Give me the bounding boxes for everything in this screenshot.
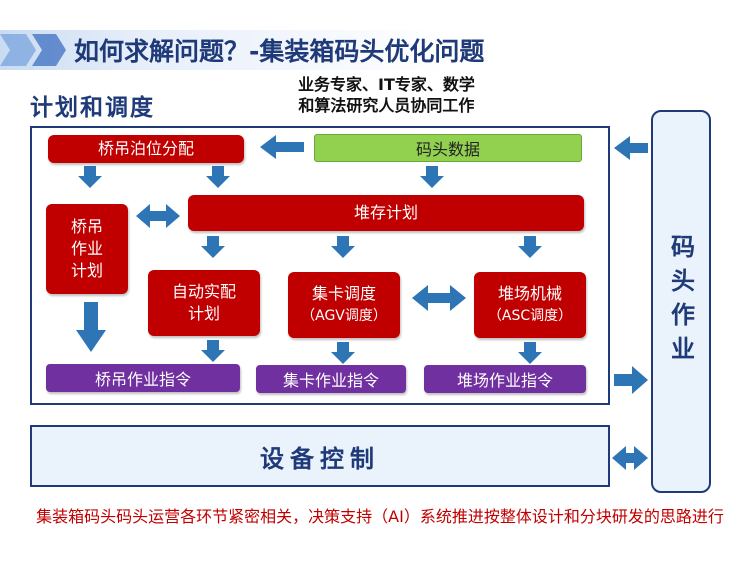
arrow-wharf-to-frame [614, 136, 648, 160]
arrow-truck-to-instr [331, 342, 355, 364]
qc-plan-line-3: 计划 [70, 261, 103, 280]
subtitle-line-2: 和算法研究人员协同工作 [298, 96, 475, 115]
yard-crane-box: 堆场机械 （ASC调度） [474, 272, 586, 338]
arrow-frame-to-wharf [614, 366, 648, 394]
arrow-equip-wharf-double [612, 446, 648, 470]
qc-plan-line-2: 作业 [70, 239, 103, 258]
subtitle-line-1: 业务专家、IT专家、数学 [298, 75, 475, 94]
terminal-data-box: 码头数据 [314, 134, 582, 162]
truck-schedule-box: 集卡调度 （AGV调度） [288, 272, 400, 338]
auto-match-line-2: 计划 [187, 304, 220, 323]
yard-crane-line-1: 堆场机械 [497, 284, 562, 303]
truck-schedule-line-1: 集卡调度 [311, 284, 376, 303]
arrow-berth-to-yard [206, 166, 230, 188]
equipment-control-box: 设备控制 [30, 425, 610, 487]
truck-schedule-line-2: （AGV调度） [301, 308, 387, 324]
yard-instruction-box: 堆场作业指令 [424, 365, 586, 393]
arrow-crane-to-instr [518, 342, 542, 364]
auto-match-line-1: 自动实配 [171, 282, 236, 301]
arrow-data-to-yard [420, 166, 444, 188]
arrow-qc-to-instr [76, 302, 106, 352]
yard-plan-box: 堆存计划 [188, 195, 584, 231]
arrow-truck-crane-double [412, 285, 466, 311]
footer-note: 集装箱码头码头运营各环节紧密相关，决策支持（AI）系统推进按整体设计和分块研发的… [36, 507, 724, 526]
chevron-decoration [0, 34, 66, 66]
arrow-data-to-berth [260, 135, 304, 159]
arrow-yard-to-crane [518, 236, 542, 258]
arrow-match-to-truck-instr [201, 340, 225, 362]
planning-label: 计划和调度 [30, 94, 155, 121]
subtitle: 业务专家、IT专家、数学 和算法研究人员协同工作 [298, 74, 475, 116]
arrow-berth-to-qc [78, 166, 102, 188]
page-title: 如何求解问题？-集装箱码头优化问题 [74, 37, 485, 66]
qc-instruction-box: 桥吊作业指令 [46, 364, 240, 392]
qc-plan-line-1: 桥吊 [70, 217, 103, 236]
berth-allocation-box: 桥吊泊位分配 [48, 135, 244, 163]
yard-crane-line-2: （ASC调度） [487, 308, 573, 324]
qc-plan-box: 桥吊 作业 计划 [46, 204, 128, 294]
wharf-operation-box: 码头作业 [651, 110, 711, 493]
arrow-yard-to-match [201, 236, 225, 258]
title-band [0, 30, 748, 70]
arrow-qc-yard-double [136, 204, 180, 228]
arrow-yard-to-truck [331, 236, 355, 258]
truck-instruction-box: 集卡作业指令 [256, 365, 406, 393]
auto-match-box: 自动实配 计划 [148, 270, 260, 336]
